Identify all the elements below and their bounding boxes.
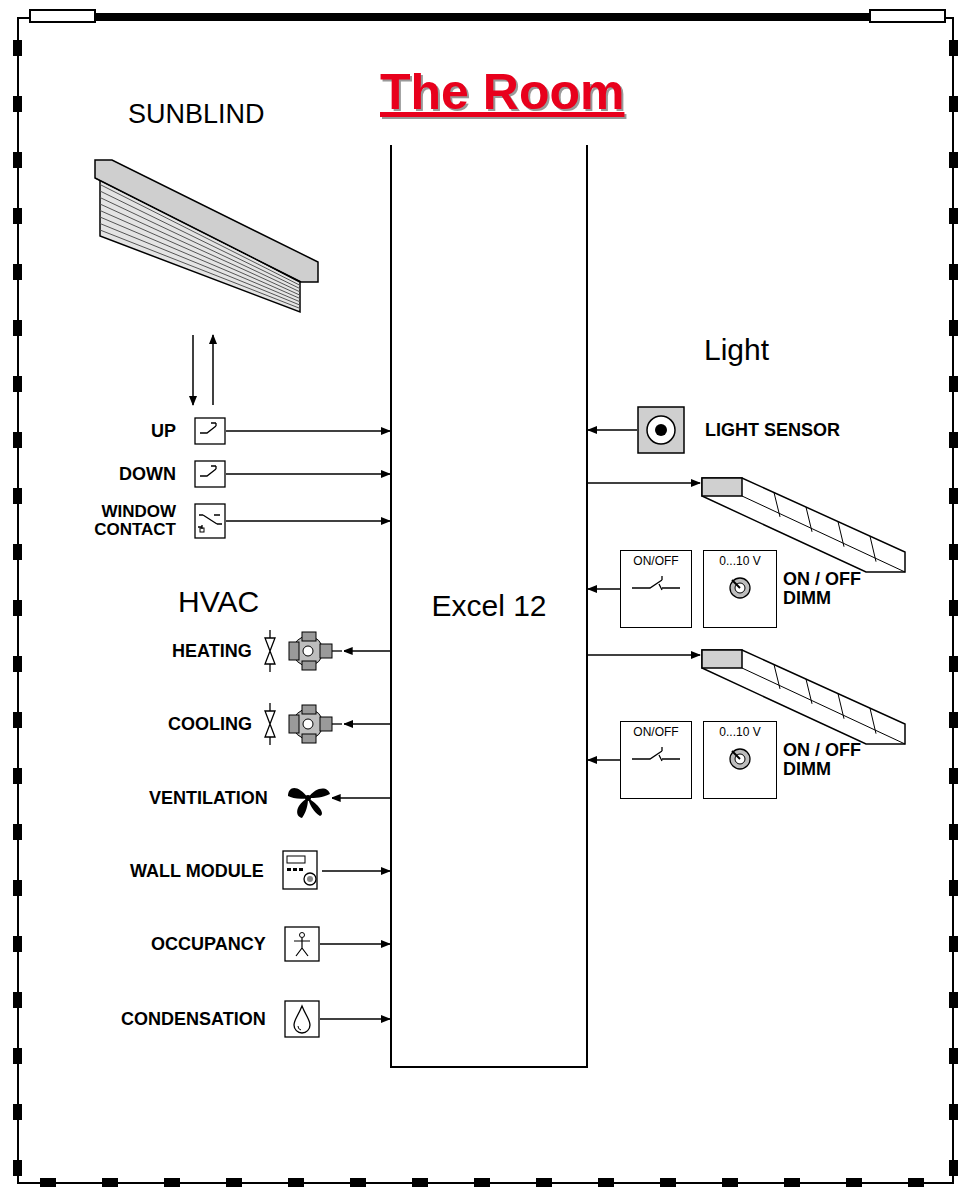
dimmer-box: 0...10 V ON / OFF DIMM (703, 721, 883, 799)
fan-symbol (286, 778, 332, 818)
signal-arrow (226, 430, 390, 432)
up-switch: UP (151, 417, 226, 445)
ventilation-fan: VENTILATION (149, 778, 332, 818)
valve-symbol (262, 628, 344, 674)
condensation-sensor: CONDENSATION (121, 1000, 320, 1038)
signal-arrow (332, 797, 390, 799)
occupancy-sensor: OCCUPANCY (151, 926, 320, 962)
signal-arrow (344, 650, 390, 652)
device-label: UP (151, 422, 176, 441)
occ-symbol (284, 926, 320, 962)
box-label: 0...10 V (719, 555, 760, 568)
device-label: WINDOW CONTACT (76, 503, 176, 539)
device-label: ON / OFF DIMM (783, 570, 883, 608)
device-label: WALL MODULE (130, 862, 264, 881)
dimmer-frame: 0...10 V (703, 550, 777, 628)
device-label: LIGHT SENSOR (705, 421, 840, 440)
device-label: OCCUPANCY (151, 935, 266, 954)
window-contact: WINDOW CONTACT (76, 503, 226, 539)
section-label: HVAC (178, 586, 259, 618)
wc-symbol (194, 503, 226, 539)
sensor-symbol (637, 406, 685, 454)
sw-symbol (194, 460, 226, 488)
signal-arrow (588, 429, 637, 431)
controller-box: Excel 12 (390, 145, 588, 1068)
signal-arrow (226, 473, 390, 475)
signal-arrow (226, 520, 390, 522)
device-label: VENTILATION (149, 789, 268, 808)
signal-arrow (344, 723, 390, 725)
valve-symbol (262, 701, 344, 747)
lamp-illustration (588, 478, 905, 744)
signal-arrow (588, 588, 620, 590)
box-label: ON/OFF (633, 726, 678, 739)
title: The Room (380, 66, 624, 119)
box-label: 0...10 V (719, 726, 760, 739)
section-label: SUNBLIND (128, 100, 265, 128)
onoff-symbol (626, 568, 686, 608)
dimmer-box: 0...10 V ON / OFF DIMM (703, 550, 883, 628)
wall-module: WALL MODULE (130, 850, 322, 892)
switch-box: ON/OFF (620, 550, 692, 628)
controller-label: Excel 12 (431, 590, 546, 622)
wall-symbol (282, 850, 322, 892)
cooling-valve: COOLING (168, 701, 344, 747)
knob-symbol (710, 739, 770, 779)
light-sensor: LIGHT SENSOR (637, 406, 840, 454)
device-label: ON / OFF DIMM (783, 741, 883, 779)
knob-symbol (710, 568, 770, 608)
device-label: CONDENSATION (121, 1010, 266, 1029)
device-label: DOWN (119, 465, 176, 484)
sunblind-illustration (95, 160, 318, 405)
switch-box: ON/OFF (620, 721, 692, 799)
down-switch: DOWN (119, 460, 226, 488)
signal-arrow (320, 943, 390, 945)
signal-arrow (322, 870, 390, 872)
device-label: HEATING (172, 642, 252, 661)
device-label: COOLING (168, 715, 252, 734)
section-label: Light (704, 334, 769, 366)
cond-symbol (284, 1000, 320, 1038)
dimmer-frame: 0...10 V (703, 721, 777, 799)
onoff-symbol (626, 739, 686, 779)
signal-arrow (320, 1018, 390, 1020)
signal-arrow (588, 759, 620, 761)
box-label: ON/OFF (633, 555, 678, 568)
sw-symbol (194, 417, 226, 445)
heating-valve: HEATING (172, 628, 344, 674)
